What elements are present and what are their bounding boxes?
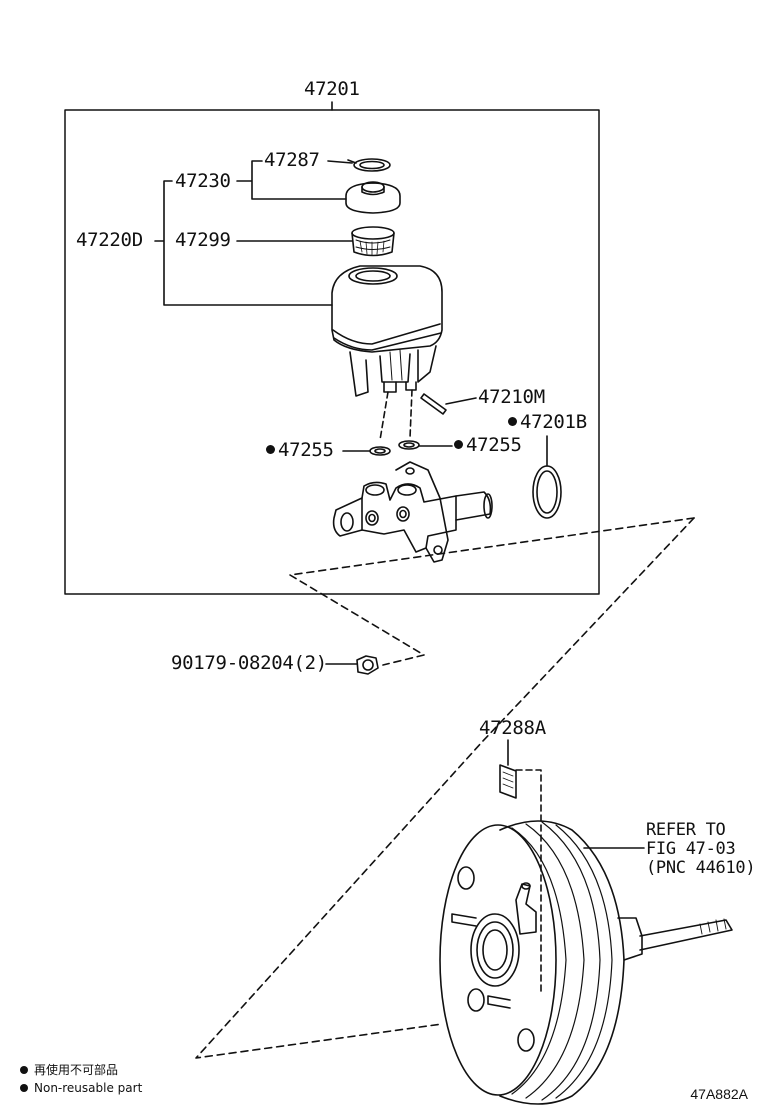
- legend-jp: 再使用不可部品: [20, 1064, 118, 1076]
- install-line-left: [379, 391, 389, 441]
- plate-icon: [499, 764, 517, 799]
- plate-install-line: [515, 769, 542, 996]
- label-47220D: 47220D: [76, 229, 143, 251]
- connection-line-lower: [195, 517, 695, 1059]
- reference-line-1: REFER TO: [646, 820, 726, 840]
- reservoir-tank-icon: [331, 265, 443, 397]
- connection-line-upper: [289, 517, 695, 666]
- install-line-right: [409, 389, 413, 439]
- leader-47230: [236, 160, 347, 200]
- grommet-right-icon: [398, 440, 420, 450]
- label-47201: 47201: [304, 78, 360, 100]
- reference-line-3: (PNC 44610): [646, 858, 756, 878]
- non-reusable-dot: [266, 445, 275, 454]
- reservoir-cap-icon: [345, 181, 401, 214]
- label-47299: 47299: [175, 229, 231, 251]
- label-47255-right: 47255: [454, 436, 522, 455]
- label-90179: 90179-08204(2): [171, 652, 327, 674]
- label-47201B: 47201B: [508, 413, 587, 432]
- pin-icon: [420, 393, 447, 415]
- brake-booster-icon: [439, 820, 733, 1105]
- label-47230: 47230: [175, 170, 231, 192]
- grommet-left-icon: [369, 446, 391, 456]
- legend-dot: [20, 1066, 28, 1074]
- label-47288A: 47288A: [479, 717, 546, 739]
- legend-dot: [20, 1084, 28, 1092]
- reference-line-2: FIG 47-03: [646, 839, 736, 859]
- label-47287: 47287: [264, 149, 320, 171]
- legend-en: Non-reusable part: [20, 1082, 142, 1094]
- legend-en-text: Non-reusable part: [34, 1081, 143, 1095]
- figure-code: 47A882A: [690, 1086, 748, 1102]
- label-47255-left-text: 47255: [278, 439, 334, 461]
- assembly-frame: [64, 109, 600, 595]
- strainer-icon: [351, 226, 395, 257]
- master-cylinder-icon: [332, 461, 493, 563]
- non-reusable-dot: [508, 417, 517, 426]
- leader-47220D: [154, 180, 333, 306]
- cap-gasket-icon: [347, 158, 391, 172]
- label-47201B-text: 47201B: [520, 411, 587, 433]
- non-reusable-dot: [454, 440, 463, 449]
- label-47255-right-text: 47255: [466, 434, 522, 456]
- label-47255-left: 47255: [266, 441, 334, 460]
- leader-47210M: [445, 397, 477, 405]
- label-47210M: 47210M: [478, 386, 545, 408]
- leader-47287: [327, 160, 353, 164]
- nut-icon: [356, 655, 379, 675]
- o-ring-icon: [532, 465, 562, 519]
- legend-jp-text: 再使用不可部品: [34, 1063, 119, 1077]
